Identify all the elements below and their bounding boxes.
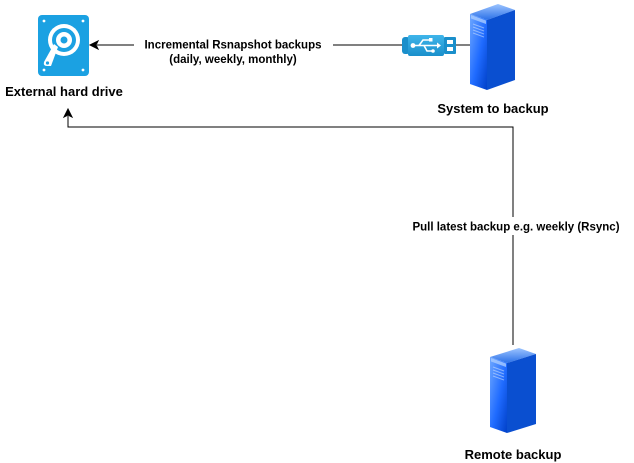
external-drive-label: External hard drive	[5, 84, 123, 99]
system-label: System to backup	[437, 101, 548, 116]
edge-rsync-label-bg	[397, 217, 633, 235]
edge-rsync-label: Pull latest backup e.g. weekly (Rsync)	[412, 222, 619, 234]
edge-rsync: Pull latest backup e.g. weekly (Rsync)	[62, 107, 633, 345]
server-icon	[490, 348, 536, 433]
edge-rsnapshot-label-bg	[134, 36, 333, 67]
edge-rsnapshot-arrowhead	[88, 39, 100, 51]
node-external-drive[interactable]: External hard drive	[5, 15, 123, 99]
node-system[interactable]: System to backup	[437, 4, 549, 116]
edge-rsync-arrowhead	[62, 107, 74, 119]
remote-label: Remote backup	[465, 447, 562, 462]
usb-stick-icon	[402, 35, 456, 56]
edge-rsnapshot-label-line2: (daily, weekly, monthly)	[169, 54, 297, 66]
node-usb	[402, 35, 456, 56]
edge-rsnapshot-label-line1: Incremental Rsnapshot backups	[144, 40, 321, 52]
edge-rsnapshot: Incremental Rsnapshot backups (daily, we…	[88, 36, 465, 67]
node-remote[interactable]: Remote backup	[465, 348, 562, 462]
server-icon	[470, 4, 515, 90]
edge-rsync-line	[67, 116, 514, 345]
hard-drive-icon	[38, 15, 89, 76]
